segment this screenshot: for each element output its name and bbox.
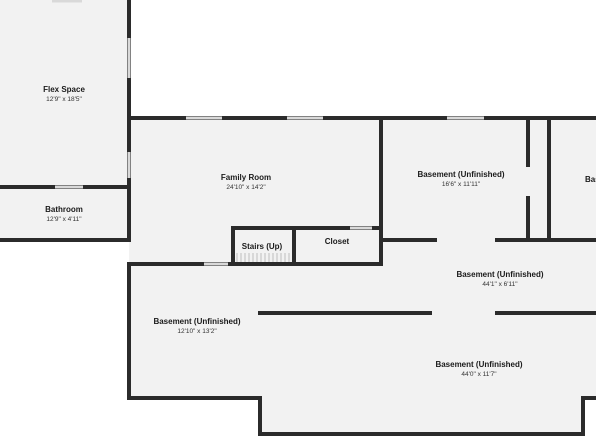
floor-fills (0, 0, 596, 434)
family-room-name: Family Room (221, 173, 271, 182)
bathroom-dims: 12'9" x 4'11" (46, 216, 82, 223)
family-room-floor (129, 118, 381, 264)
basement-3-name: Basement (Unfinished) (153, 317, 240, 326)
closet-name: Closet (325, 237, 350, 246)
basement-1-dims: 16'6" x 11'11" (442, 181, 481, 188)
basement-east-floor (381, 118, 596, 264)
basement-4-name: Basement (Unfinished) (435, 360, 522, 369)
flex-space-dims: 12'9" x 18'5" (46, 96, 82, 103)
flex-space-name: Flex Space (43, 85, 85, 94)
basement-partial-name: Bas (585, 175, 596, 184)
family-room-dims: 24'10" x 14'2" (226, 184, 266, 191)
windows (52, 0, 484, 266)
basement-3-dims: 12'10" x 13'2" (177, 328, 217, 335)
room-labels: Flex Space 12'9" x 18'5" Bathroom 12'9" … (43, 85, 596, 378)
stairs-name: Stairs (Up) (242, 242, 283, 251)
basement-2-dims: 44'1" x 6'11" (482, 281, 518, 288)
basement-south-floor (129, 264, 596, 434)
basement-2-name: Basement (Unfinished) (456, 270, 543, 279)
flex-space-floor (0, 0, 129, 240)
basement-4-dims: 44'0" x 11'7" (461, 371, 497, 378)
bathroom-name: Bathroom (45, 205, 83, 214)
stair-treads (236, 253, 290, 262)
basement-1-name: Basement (Unfinished) (417, 170, 504, 179)
